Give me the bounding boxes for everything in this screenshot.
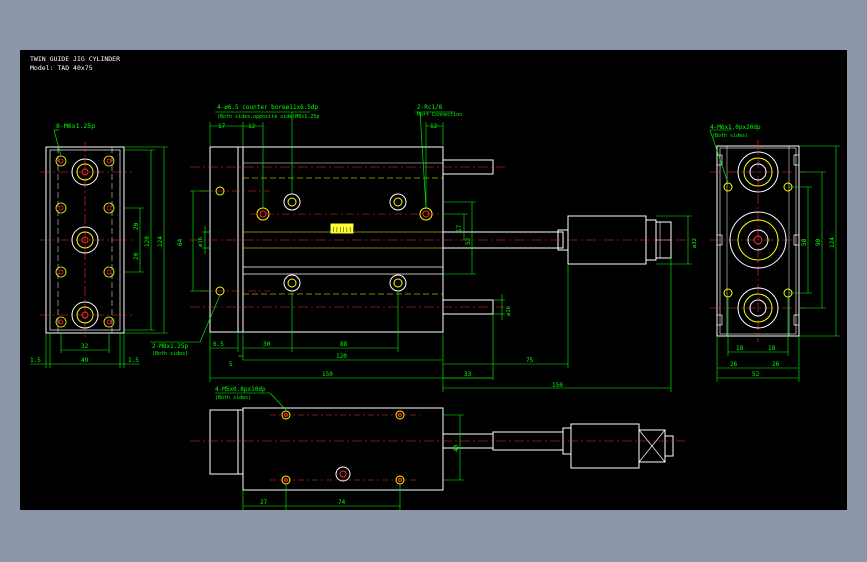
bottom-view-callout: 4-M5x0.8px10dp (215, 386, 266, 393)
right-end-view: 4-M6x1.0px20dp (Both sides) 90 124 58 18… (709, 124, 840, 382)
right-holes-callout: 4-M6x1.0px20dp (710, 124, 761, 131)
bottom-view: 4-M5x0.8px10dp (Both sides) 40 27 74 (190, 386, 685, 510)
front-dim-6-5: 6.5 (213, 341, 224, 348)
front-dim-64: 64 (177, 238, 184, 246)
title-line-2: Model: TAD 40x75 (30, 64, 93, 72)
bottom-left-note: (Both sides) (152, 351, 188, 357)
left-end-view: 8-M6x1.25p 20 20 120 124 32 49 1.5 1.5 (30, 122, 168, 368)
port-callout: 2-Rc1/8 (417, 104, 443, 111)
right-dim-26b: 26 (772, 361, 780, 368)
right-dim-52: 52 (752, 371, 760, 378)
bottom-dim-74: 74 (338, 499, 346, 506)
front-dim-17a: 17 (218, 123, 226, 130)
bottom-view-note: (Both sides) (215, 395, 251, 401)
right-dim-124: 124 (829, 237, 836, 248)
front-dim-75: 75 (526, 357, 534, 364)
front-dim-150: 150 (322, 371, 333, 378)
front-dim-88: 88 (340, 341, 348, 348)
cad-drawing: TWIN GUIDE JIG CYLINDER Model: TAD 40x75 (30, 55, 840, 510)
bottom-dim-40: 40 (453, 444, 460, 452)
left-dim-32: 32 (81, 343, 89, 350)
front-dim-30: 30 (263, 341, 271, 348)
left-dim-49: 49 (81, 357, 89, 364)
left-dim-124: 124 (157, 236, 164, 247)
left-dim-1-5b: 1.5 (128, 357, 139, 364)
cad-drawing-area: TWIN GUIDE JIG CYLINDER Model: TAD 40x75 (20, 50, 847, 510)
front-view: |||||||| (150, 104, 698, 392)
right-dim-90: 90 (815, 238, 822, 246)
right-dim-18a: 18 (736, 345, 744, 352)
right-dim-26a: 26 (730, 361, 738, 368)
front-dim-12b: 12 (430, 123, 438, 130)
front-dim-52: 52 (465, 237, 472, 245)
nameplate: |||||||| (332, 227, 359, 233)
bottom-dim-27: 27 (260, 499, 268, 506)
front-dim-17b: 17 (456, 224, 463, 232)
left-dim-120: 120 (144, 236, 151, 247)
right-dim-58: 58 (801, 238, 808, 246)
left-dim-20b: 20 (133, 252, 140, 260)
bottom-left-callout: 2-M8x1.25p (152, 343, 189, 350)
title-line-1: TWIN GUIDE JIG CYLINDER (30, 55, 120, 63)
front-dim-5: 5 (229, 361, 233, 368)
top-holes-note: (Both sides,opposite side)M8x1.25p (217, 114, 319, 120)
right-dim-18b: 18 (768, 345, 776, 352)
right-holes-note: (Both sides) (712, 133, 748, 139)
front-dim-phi32: ø32 (692, 238, 698, 248)
front-dim-phi16b: ø16 (506, 306, 512, 316)
port-note: Port Connection (417, 112, 462, 118)
front-dim-12a: 12 (248, 123, 256, 130)
left-dim-1-5a: 1.5 (30, 357, 41, 364)
top-holes-callout: 4-ø6.5 counter boreø11x6.5dp (217, 104, 319, 111)
front-dim-120: 120 (336, 353, 347, 360)
left-dim-20a: 20 (133, 222, 140, 230)
front-dim-150b: 150 (552, 382, 563, 389)
left-holes-callout: 8-M6x1.25p (56, 122, 95, 130)
front-dim-phi16a: ø16 (198, 237, 204, 247)
front-dim-33: 33 (464, 371, 472, 378)
